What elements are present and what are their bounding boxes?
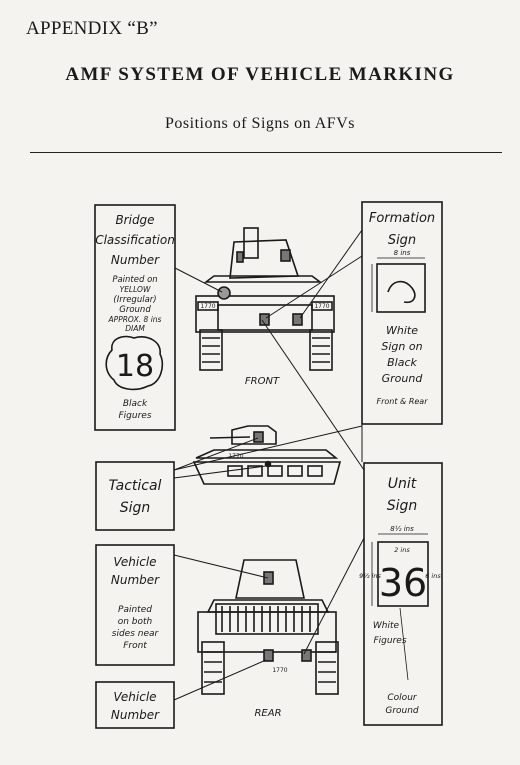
vehicle-number-rear-title-line-1: Vehicle	[113, 690, 156, 704]
side-plate: 1770	[228, 453, 243, 460]
bridge-footer-line-1: Black	[123, 399, 148, 409]
unit-example-number: 36	[379, 561, 427, 605]
tactical-title-line-2: Sign	[120, 500, 151, 516]
formation-sign-box	[376, 263, 426, 313]
unit-panel-box	[363, 462, 443, 726]
bridge-panel-box	[94, 204, 176, 431]
formation-dimension: 8 ins	[394, 249, 411, 257]
vehicle-number-side-note-line-1: Painted	[118, 605, 152, 615]
formation-panel-box	[361, 201, 443, 425]
rear-plate: 1770	[272, 667, 287, 674]
unit-ground-note-line-1: Colour	[387, 693, 418, 703]
bridge-note-line-3: (Irregular)	[113, 295, 156, 305]
formation-desc-line-1: White	[386, 324, 418, 337]
divider-rule	[30, 152, 502, 153]
vehicle-number-side-note-line-3: sides near	[112, 629, 160, 639]
rear-view-label: REAR	[254, 708, 281, 719]
vehicle-number-side-title-line-2: Number	[111, 573, 160, 587]
appendix-label: APPENDIX “B”	[26, 18, 158, 39]
front-view-label: FRONT	[245, 376, 280, 387]
bridge-title-line-1: Bridge	[115, 213, 154, 227]
bridge-number-blob	[105, 335, 164, 391]
formation-desc-line-3: Black	[387, 356, 417, 369]
vehicle-number-rear-title-line-2: Number	[111, 708, 160, 722]
page-title: AMF SYSTEM OF VEHICLE MARKING	[65, 64, 455, 85]
unit-ground-note-line-2: Ground	[385, 706, 419, 716]
formation-desc-line-4: Ground	[382, 372, 424, 385]
formation-desc-line-2: Sign on	[381, 340, 422, 353]
formation-sign-emblem	[387, 280, 416, 304]
tactical-title-line-1: Tactical	[109, 478, 162, 494]
bridge-title-line-3: Number	[111, 253, 160, 267]
formation-title-line-1: Formation	[369, 211, 435, 226]
vehicle-number-side-note-line-2: on both	[118, 617, 153, 627]
unit-dim-side: 6 ins	[425, 572, 441, 580]
unit-title-line-2: Sign	[387, 498, 418, 514]
vehicle-number-side-panel-box	[95, 544, 175, 666]
vehicle-number-rear-panel-box	[95, 681, 175, 729]
page-subtitle: Positions of Signs on AFVs	[165, 115, 355, 132]
unit-sign-box	[377, 541, 429, 607]
unit-dim-height: 9½ ins	[359, 572, 381, 580]
vehicle-number-side-title-line-1: Vehicle	[113, 555, 156, 569]
unit-figures-note-line-2: Figures	[373, 636, 406, 646]
bridge-note-line-5: APPROX. 8 ins	[108, 315, 162, 324]
tank-side-view	[192, 425, 342, 485]
tank-front-view	[195, 227, 335, 371]
formation-title-line-2: Sign	[388, 233, 416, 248]
unit-dim-width: 8½ ins	[390, 525, 414, 533]
bridge-note-line-6: DIAM	[125, 324, 145, 333]
bridge-note-line-2: YELLOW	[120, 285, 151, 294]
bridge-note-line-1: Painted on	[112, 275, 157, 285]
bridge-title-line-2: Classification	[95, 233, 175, 247]
formation-footer: Front & Rear	[377, 397, 429, 406]
unit-dim-top: 2 ins	[394, 546, 410, 554]
front-plate-left: 1770	[200, 303, 215, 310]
tank-rear-view	[197, 559, 339, 695]
front-plate-right: 1770	[314, 303, 329, 310]
vehicle-number-side-note-line-4: Front	[123, 641, 147, 651]
unit-figures-note-line-1: White	[373, 621, 400, 631]
bridge-note-line-4: Ground	[119, 305, 151, 315]
bridge-footer-line-2: Figures	[118, 411, 151, 421]
leader-lines	[173, 229, 365, 701]
bridge-example-number: 18	[116, 349, 154, 384]
tactical-panel-box	[95, 461, 175, 531]
unit-title-line-1: Unit	[388, 476, 417, 492]
